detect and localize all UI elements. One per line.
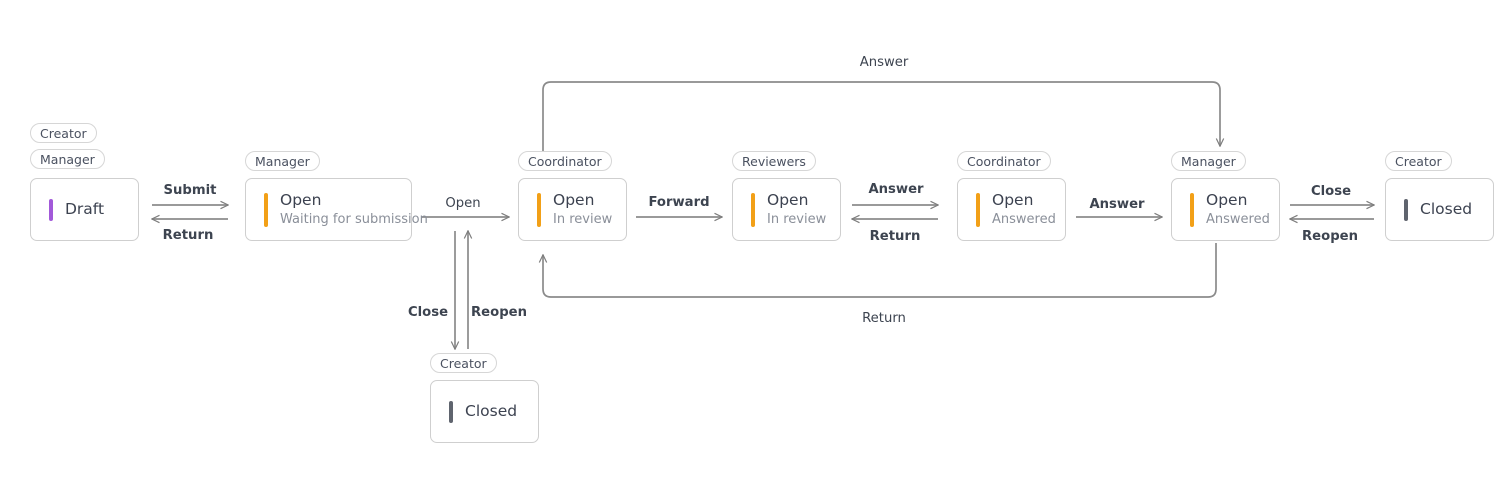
edge-label-return-1: Return <box>162 228 214 243</box>
node-status-title: Open <box>280 190 322 209</box>
edge-label-return-2: Return <box>869 229 921 244</box>
node-draft[interactable]: Draft <box>30 178 139 241</box>
node-status-subtitle: Answered <box>992 211 1056 227</box>
role-pill-manager-answered: Manager <box>1171 151 1246 171</box>
edge-label-return-bottom: Return <box>862 311 906 326</box>
status-accent-bar <box>976 192 980 227</box>
node-status-title: Open <box>553 190 595 209</box>
node-status-title: Draft <box>65 200 105 218</box>
edge-label-reopen-2: Reopen <box>471 305 527 320</box>
node-status-subtitle: Answered <box>1206 211 1270 227</box>
role-pill-creator-closed-right: Creator <box>1385 151 1452 171</box>
status-accent-bar <box>49 198 53 221</box>
role-pill-creator-draft: Creator <box>30 123 97 143</box>
node-status-subtitle: Waiting for submission <box>280 211 428 227</box>
status-accent-bar <box>264 192 268 227</box>
role-pill-reviewers: Reviewers <box>732 151 816 171</box>
node-status-subtitle: In review <box>553 211 613 227</box>
role-pill-manager-draft: Manager <box>30 149 105 169</box>
node-status-title: Closed <box>1420 200 1473 218</box>
node-open-waiting[interactable]: Open Waiting for submission <box>245 178 428 241</box>
status-accent-bar <box>751 192 755 227</box>
edge-label-answer-2: Answer <box>1089 197 1145 212</box>
edge-label-reopen-1: Reopen <box>1302 229 1358 244</box>
status-accent-bar <box>537 192 541 227</box>
node-status-title: Open <box>992 190 1034 209</box>
edge-label-submit: Submit <box>163 183 217 198</box>
edge-label-close-1: Close <box>1310 184 1352 199</box>
status-accent-bar <box>1190 192 1194 227</box>
node-status-title: Open <box>1206 190 1248 209</box>
node-status-title: Open <box>767 190 809 209</box>
node-closed-right[interactable]: Closed <box>1385 178 1494 241</box>
edge-label-close-2: Close <box>407 305 449 320</box>
edge-return-bottom <box>543 243 1217 298</box>
status-accent-bar <box>1404 198 1408 221</box>
node-open-review-coordinator[interactable]: Open In review <box>518 178 627 241</box>
role-pill-coordinator-review: Coordinator <box>518 151 612 171</box>
node-open-answered-coordinator[interactable]: Open Answered <box>957 178 1066 241</box>
status-accent-bar <box>449 400 453 423</box>
edge-answer-top <box>542 81 1220 152</box>
role-pill-creator-closed-bottom: Creator <box>430 353 497 373</box>
edge-label-answer-top: Answer <box>859 55 909 70</box>
role-pill-coordinator-answered: Coordinator <box>957 151 1051 171</box>
node-open-answered-manager[interactable]: Open Answered <box>1171 178 1280 241</box>
node-closed-bottom[interactable]: Closed <box>430 380 539 443</box>
edge-label-answer-1: Answer <box>868 182 924 197</box>
node-status-title: Closed <box>465 402 518 420</box>
role-pill-manager-waiting: Manager <box>245 151 320 171</box>
node-open-review-reviewers[interactable]: Open In review <box>732 178 841 241</box>
edge-label-forward: Forward <box>648 195 710 210</box>
node-status-subtitle: In review <box>767 211 827 227</box>
edge-label-open: Open <box>445 196 481 211</box>
